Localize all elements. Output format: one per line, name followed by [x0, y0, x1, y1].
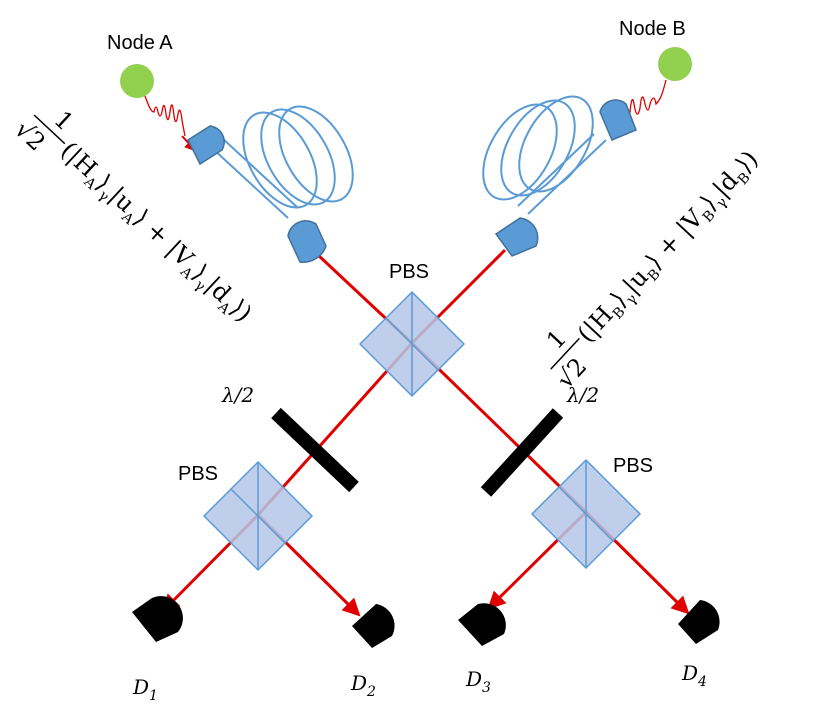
- half-wave-right-label: λ/2: [566, 383, 599, 407]
- pbs-left: [202, 460, 314, 572]
- detector-d1-letter: D: [132, 675, 149, 699]
- node-a-icon: [120, 64, 154, 98]
- node-b-photon-wavepacket: [624, 79, 667, 118]
- equation-a-state: (|HA⟩γ|uA⟩ + |VA⟩γ|dA⟩): [53, 136, 258, 330]
- pbs-left-label: PBS: [178, 463, 218, 485]
- fiber-coil-a: [211, 105, 354, 219]
- equation-a-fraction-bar: [33, 114, 66, 145]
- fiber-coil-b: [482, 95, 607, 215]
- detector-d4-body: [678, 600, 720, 644]
- coupler-a-in: [187, 125, 225, 166]
- beam-center-to-left-pbs: [256, 341, 414, 517]
- pbs-right-label: PBS: [613, 455, 653, 477]
- detector-d3-letter: D: [465, 667, 482, 691]
- detector-d2-body: [352, 604, 395, 648]
- coupler-b-out: [494, 217, 539, 257]
- equation-a-root: √2: [9, 115, 50, 156]
- detector-d1-index: 1: [149, 688, 158, 704]
- node-b-group: Node B: [482, 18, 692, 257]
- detector-d3-index: 3: [482, 680, 491, 696]
- equation-b-state: (|HB⟩γ|uB⟩ + |VB⟩γ|dB⟩): [572, 145, 767, 350]
- equation-b-fraction-bar: [550, 337, 580, 370]
- coupler-b-in: [599, 99, 637, 141]
- detector-d2-letter: D: [350, 671, 367, 695]
- beam-center-to-right-pbs: [410, 341, 588, 514]
- half-wave-left-label: λ/2: [221, 383, 254, 407]
- detector-d1-label: D1: [132, 675, 158, 704]
- detector-d2-index: 2: [366, 684, 376, 700]
- node-a-photon-wavepacket: [144, 95, 186, 137]
- detector-d2-label: D2: [350, 671, 376, 700]
- half-wave-plate-left: [271, 407, 359, 493]
- equation-b-numerator: 1: [541, 324, 572, 354]
- pbs-center: [358, 290, 466, 398]
- equation-a: 1 √2 (|HA⟩γ|uA⟩ + |VA⟩γ|dA⟩): [9, 105, 258, 330]
- pbs-center-label: PBS: [389, 261, 429, 283]
- coupler-a-out: [287, 220, 327, 263]
- equation-a-numerator: 1: [49, 105, 79, 136]
- detector-d3-body: [458, 603, 506, 646]
- node-b-icon: [658, 47, 692, 81]
- pbs-right: [530, 458, 642, 570]
- detector-d4-index: 4: [697, 674, 707, 690]
- equation-b: 1 √2 (|HB⟩γ|uB⟩ + |VB⟩γ|dB⟩): [541, 145, 767, 394]
- detector-d1-body: [132, 596, 183, 642]
- node-b-label: Node B: [619, 18, 686, 40]
- detector-d4-letter: D: [681, 661, 698, 685]
- half-wave-plate-right: [480, 408, 564, 497]
- node-a-label: Node A: [107, 32, 173, 54]
- detector-d4-label: D4: [681, 661, 707, 690]
- node-a-group: Node A: [107, 32, 354, 263]
- detector-d3-label: D3: [465, 667, 491, 696]
